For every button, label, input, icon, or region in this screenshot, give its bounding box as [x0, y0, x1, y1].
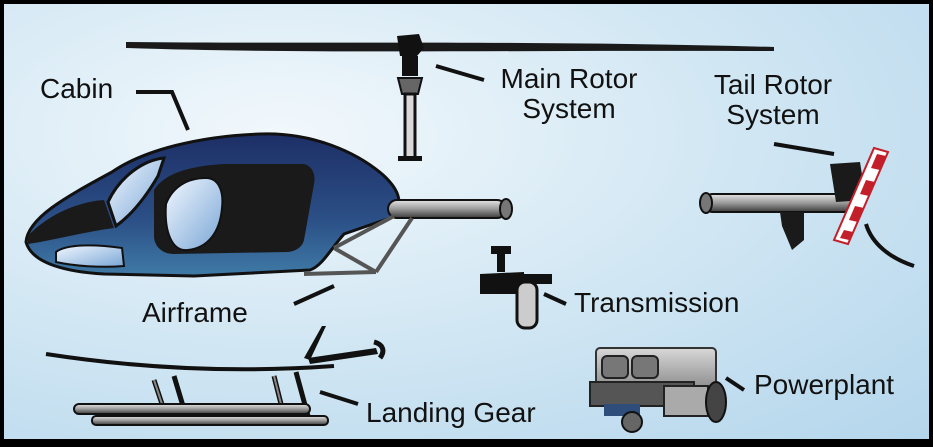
powerplant-engine: [589, 347, 727, 433]
tail-boom: [699, 162, 915, 268]
leader-line-tail-rotor: [773, 142, 835, 156]
transmission-part: [480, 246, 552, 330]
label-airframe: Airframe: [142, 297, 248, 328]
label-landing-gear: Landing Gear: [366, 397, 536, 428]
main-rotor-blade: [126, 42, 774, 52]
tail-rotor-blade: [832, 146, 890, 246]
label-main-rotor-line-1: Main Rotor: [500, 63, 638, 94]
label-tail-rotor-line-1: Tail Rotor: [713, 69, 833, 100]
label-transmission: Transmission: [574, 287, 740, 318]
label-main-rotor-line-2: System: [522, 93, 616, 124]
leader-line-airframe: [293, 284, 335, 306]
leader-line-cabin: [136, 90, 190, 131]
landing-gear-assembly: [45, 326, 386, 426]
label-cabin: Cabin: [40, 73, 114, 104]
rotor-mast: [396, 34, 424, 161]
label-tail-rotor-line-2: System: [726, 99, 820, 130]
label-main-rotor-system: Main Rotor System: [490, 64, 648, 124]
label-powerplant: Powerplant: [754, 369, 895, 400]
leader-lines: [136, 64, 835, 406]
leader-line-main-rotor: [435, 64, 485, 82]
leader-line-powerplant: [724, 376, 746, 392]
diagram-canvas: Cabin Main Rotor System Tail Rotor Syste…: [4, 4, 929, 439]
helicopter-components-illustration: [24, 34, 915, 433]
label-tail-rotor-system: Tail Rotor System: [698, 70, 848, 130]
leader-line-landing-gear: [319, 390, 359, 406]
leader-line-transmission: [543, 292, 567, 306]
cabin-body: [24, 132, 513, 278]
